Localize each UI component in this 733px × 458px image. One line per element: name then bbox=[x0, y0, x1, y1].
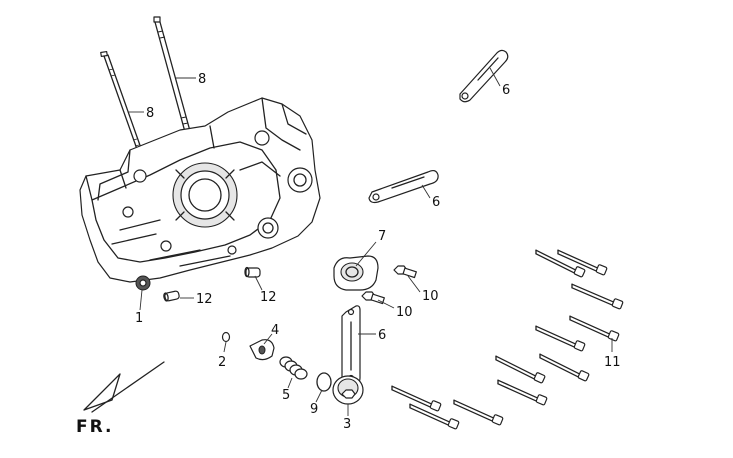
stud-bolt-8-right[interactable] bbox=[153, 16, 191, 133]
plunger-4[interactable] bbox=[249, 339, 275, 361]
label-bolt-10a: 10 bbox=[422, 289, 439, 304]
bolt-11-item[interactable] bbox=[391, 385, 442, 412]
label-bolt-11: 11 bbox=[604, 355, 621, 370]
bolt-10-upper[interactable] bbox=[393, 265, 417, 279]
callout-labels: 8 8 6 6 7 10 10 6 11 1 12 12 2 4 5 9 3 bbox=[135, 72, 621, 432]
label-bracket-6-low: 6 bbox=[378, 328, 386, 343]
bolt-10-lower[interactable] bbox=[361, 291, 385, 305]
o-ring-9[interactable] bbox=[316, 372, 332, 392]
bolt-11-item[interactable] bbox=[497, 379, 548, 406]
label-bracket-6-top: 6 bbox=[502, 83, 510, 98]
cover-plate-7[interactable] bbox=[333, 255, 379, 291]
label-plunger-4: 4 bbox=[271, 323, 279, 338]
label-spring-5: 5 bbox=[282, 388, 290, 403]
label-bolt-8a: 8 bbox=[146, 106, 154, 121]
bracket-6-top[interactable] bbox=[459, 49, 509, 103]
bolt-11-item[interactable] bbox=[557, 249, 608, 276]
label-crankcase-1: 1 bbox=[135, 311, 143, 326]
front-direction-label: FR. bbox=[76, 417, 113, 437]
front-direction-arrow: FR. bbox=[76, 361, 165, 437]
label-ball-2: 2 bbox=[218, 355, 226, 370]
bolt-11-item[interactable] bbox=[571, 283, 624, 310]
dowel-pin-12-right[interactable] bbox=[244, 266, 261, 278]
bracket-6-lower[interactable] bbox=[341, 305, 361, 385]
bolt-11-item[interactable] bbox=[409, 403, 460, 430]
bolt-11-item[interactable] bbox=[539, 353, 590, 382]
label-bolt-8b: 8 bbox=[198, 72, 206, 87]
drain-plug-3[interactable] bbox=[332, 375, 364, 405]
spring-5[interactable] bbox=[279, 356, 308, 380]
label-cover-7: 7 bbox=[378, 229, 386, 244]
bolt-set-11[interactable] bbox=[391, 249, 624, 430]
bolt-11-item[interactable] bbox=[495, 355, 546, 384]
bracket-6-middle[interactable] bbox=[368, 169, 439, 204]
label-bolt-10b: 10 bbox=[396, 305, 413, 320]
label-plug-3: 3 bbox=[343, 417, 351, 432]
bolt-11-item[interactable] bbox=[453, 399, 504, 426]
bolt-11-item[interactable] bbox=[535, 249, 586, 278]
crankcase-half[interactable] bbox=[79, 97, 321, 291]
ball-2[interactable] bbox=[221, 331, 231, 343]
label-bracket-6-mid: 6 bbox=[432, 195, 440, 210]
bolt-11-item[interactable] bbox=[569, 315, 620, 342]
leader-lines bbox=[128, 67, 613, 416]
stud-bolt-8-left[interactable] bbox=[100, 50, 143, 153]
label-oring-9: 9 bbox=[310, 402, 318, 417]
label-pin-12b: 12 bbox=[260, 290, 277, 305]
bolt-11-item[interactable] bbox=[535, 325, 586, 352]
label-pin-12a: 12 bbox=[196, 292, 213, 307]
dowel-pin-12-left[interactable] bbox=[163, 290, 180, 302]
